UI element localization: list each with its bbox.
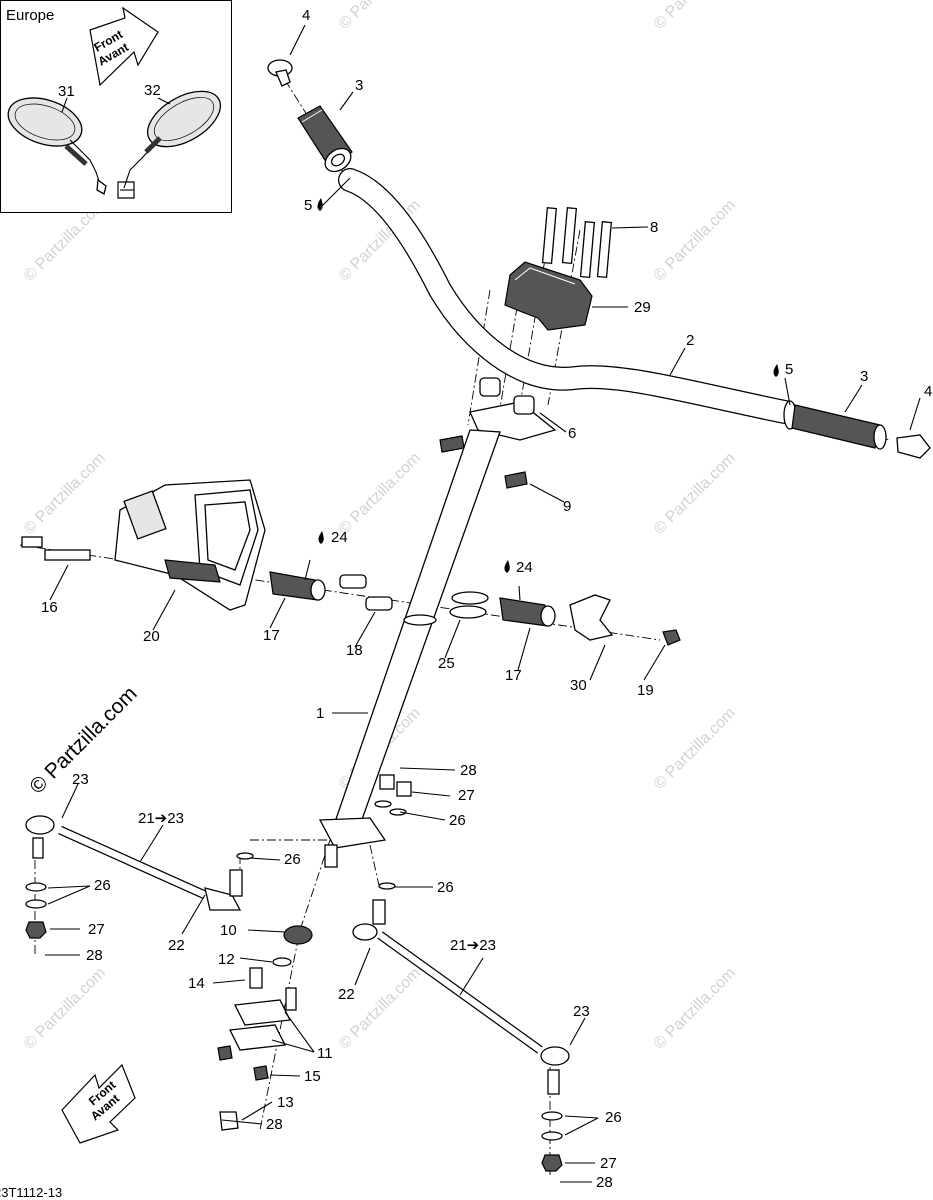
long-bolt bbox=[21, 536, 91, 561]
callout-15: 15 bbox=[304, 1068, 321, 1085]
clamp-bolts bbox=[541, 207, 613, 279]
callout-26: 26 bbox=[94, 877, 111, 894]
watermark: © Partzilla.com bbox=[651, 450, 739, 538]
pivot-hardware bbox=[236, 774, 412, 890]
tie-rod-right bbox=[352, 899, 570, 1172]
mirror-right bbox=[117, 90, 221, 199]
callout-24: 24 bbox=[331, 529, 348, 546]
callout-9: 9 bbox=[563, 498, 571, 515]
callout-25: 25 bbox=[438, 655, 455, 672]
callout-28: 28 bbox=[460, 762, 477, 779]
tie-rod-left bbox=[25, 815, 243, 939]
callout-11: 11 bbox=[317, 1045, 333, 1062]
watermark: © Partzilla.com bbox=[21, 965, 109, 1053]
callout-22: 22 bbox=[338, 986, 355, 1003]
callout-26: 26 bbox=[605, 1109, 622, 1126]
support-bracket bbox=[114, 479, 266, 611]
europe-inset: Europe 31 32 Front Avant bbox=[0, 0, 232, 213]
callout-4: 4 bbox=[924, 383, 932, 400]
inset-label: Europe bbox=[6, 7, 54, 24]
callout-5: 5 bbox=[785, 361, 793, 378]
front-direction-arrow: Front Avant bbox=[89, 6, 159, 87]
steering-column bbox=[318, 429, 501, 868]
callout-5: 5 bbox=[304, 197, 312, 214]
callout-3: 3 bbox=[355, 77, 363, 94]
callout-labels: 4 3 5 8 29 2 5 3 4 6 9 24 24 16 20 17 18… bbox=[41, 7, 932, 1191]
left-grip bbox=[297, 105, 353, 173]
callout-27: 27 bbox=[600, 1155, 617, 1172]
callout-32: 32 bbox=[144, 82, 161, 99]
spacer bbox=[339, 574, 393, 611]
plate-bracket bbox=[569, 594, 614, 641]
callout-24: 24 bbox=[516, 559, 533, 576]
leader-lines bbox=[45, 24, 921, 1183]
bushing-left bbox=[269, 571, 326, 601]
watermark: © Partzilla.com bbox=[651, 0, 739, 33]
callout-23: 23 bbox=[72, 771, 89, 788]
callout-10: 10 bbox=[220, 922, 237, 939]
callout-21-23: 21➔23 bbox=[138, 810, 184, 827]
watermark: © Partzilla.com bbox=[336, 0, 424, 33]
lower-pivot bbox=[217, 925, 313, 1131]
callout-13: 13 bbox=[277, 1094, 294, 1111]
callout-2: 2 bbox=[686, 332, 694, 349]
watermark: © Partzilla.com bbox=[336, 450, 424, 538]
callout-6: 6 bbox=[568, 425, 576, 442]
grease-drop-icon bbox=[317, 198, 779, 573]
right-grip bbox=[783, 400, 887, 450]
callout-27: 27 bbox=[458, 787, 475, 804]
right-end-plug bbox=[896, 434, 931, 459]
watermark: © Partzilla.com bbox=[651, 705, 739, 793]
callout-17: 17 bbox=[505, 667, 522, 684]
bushing-right bbox=[499, 597, 556, 627]
watermark: © Partzilla.com bbox=[336, 965, 424, 1053]
handlebar-riser bbox=[439, 377, 557, 489]
left-end-plug bbox=[267, 59, 293, 87]
washers bbox=[403, 591, 489, 626]
callout-8: 8 bbox=[650, 219, 658, 236]
callout-28: 28 bbox=[86, 947, 103, 964]
handlebar bbox=[338, 168, 797, 424]
lock-nut bbox=[662, 629, 681, 646]
callout-29: 29 bbox=[634, 299, 651, 316]
figure-code: 23T1112-13 bbox=[0, 1185, 62, 1200]
callout-26: 26 bbox=[284, 851, 301, 868]
callout-21-23: 21➔23 bbox=[450, 937, 496, 954]
handlebar-clamp-top bbox=[504, 261, 593, 331]
callout-31: 31 bbox=[58, 83, 75, 100]
callout-4: 4 bbox=[302, 7, 310, 24]
callout-28: 28 bbox=[266, 1116, 283, 1133]
callout-22: 22 bbox=[168, 937, 185, 954]
callout-28: 28 bbox=[596, 1174, 613, 1191]
front-direction-arrow: Front Avant bbox=[61, 1063, 136, 1144]
callout-1: 1 bbox=[316, 705, 324, 722]
callout-26: 26 bbox=[437, 879, 454, 896]
callout-23: 23 bbox=[573, 1003, 590, 1020]
callout-30: 30 bbox=[570, 677, 587, 694]
mirror-left bbox=[7, 97, 107, 195]
callout-3: 3 bbox=[860, 368, 868, 385]
callout-18: 18 bbox=[346, 642, 363, 659]
callout-16: 16 bbox=[41, 599, 58, 616]
callout-19: 19 bbox=[637, 682, 654, 699]
callout-20: 20 bbox=[143, 628, 160, 645]
callout-12: 12 bbox=[218, 951, 235, 968]
watermark: © Partzilla.com bbox=[21, 450, 109, 538]
callout-17: 17 bbox=[263, 627, 280, 644]
watermark: © Partzilla.com bbox=[651, 197, 739, 285]
callout-26: 26 bbox=[449, 812, 466, 829]
watermark: © Partzilla.com bbox=[651, 965, 739, 1053]
callout-27: 27 bbox=[88, 921, 105, 938]
callout-14: 14 bbox=[188, 975, 205, 992]
